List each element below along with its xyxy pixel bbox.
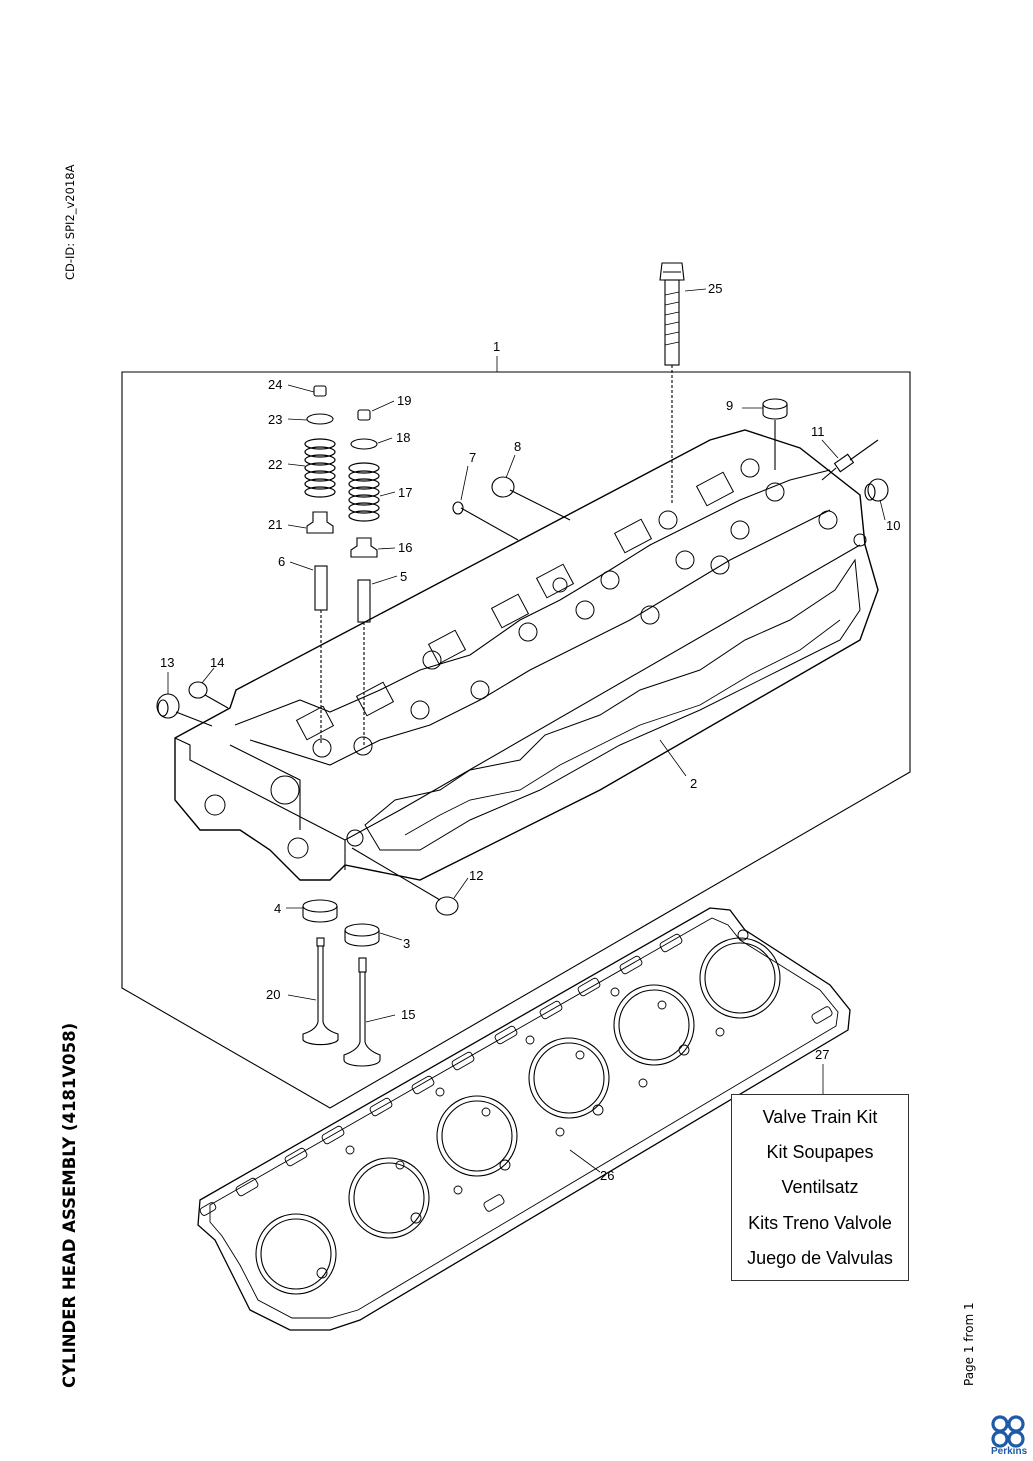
expansion-plug [762, 398, 788, 470]
kit-name-de: Ventilsatz [781, 1177, 859, 1198]
brand-name: Perkins [991, 1446, 1028, 1457]
callout-7: 7 [469, 450, 476, 465]
dowel [452, 476, 571, 541]
kit-legend-box: Valve Train Kit Kit Soupapes Ventilsatz … [731, 1094, 909, 1281]
callout-23: 23 [268, 412, 282, 427]
side-plug [351, 847, 459, 916]
kit-name-fr: Kit Soupapes [766, 1142, 874, 1163]
page-indicator: Page 1 from 1 [962, 1302, 976, 1386]
callout-17: 17 [398, 485, 412, 500]
callout-21: 21 [268, 517, 282, 532]
callout-22: 22 [268, 457, 282, 472]
valve-stack-right [348, 409, 380, 745]
callout-11: 11 [811, 424, 825, 439]
callout-8: 8 [514, 439, 521, 454]
page-title: CYLINDER HEAD ASSEMBLY (4181V058) [60, 1022, 79, 1388]
callout-4: 4 [274, 901, 281, 916]
temperature-sender [821, 439, 879, 481]
callout-14: 14 [210, 655, 224, 670]
assembly-frame [121, 371, 911, 1109]
cylinder-head-block [174, 429, 879, 881]
callout-12: 12 [469, 868, 483, 883]
callout-9: 9 [726, 398, 733, 413]
kit-name-it: Kits Treno Valvole [748, 1212, 892, 1233]
callout-6: 6 [278, 554, 285, 569]
head-gasket [197, 907, 851, 1331]
manifold-face [364, 558, 861, 851]
valves [302, 937, 381, 1067]
callout-26: 26 [600, 1168, 614, 1183]
callout-1: 1 [493, 339, 500, 354]
callout-24: 24 [268, 377, 282, 392]
cd-id-label: CD-ID: SPI2_v2018A [63, 164, 77, 280]
callout-15: 15 [401, 1007, 415, 1022]
valve-stack-left [304, 385, 336, 745]
callout-10: 10 [886, 518, 900, 533]
callout-5: 5 [400, 569, 407, 584]
kit-name-es: Juego de Valvulas [747, 1248, 893, 1269]
perkins-logo-icon [991, 1415, 1025, 1448]
head-bolt [659, 262, 685, 505]
callout-19: 19 [397, 393, 411, 408]
callout-2: 2 [690, 776, 697, 791]
valve-seats [302, 899, 380, 947]
kit-name-en: Valve Train Kit [762, 1106, 878, 1127]
callout-3: 3 [403, 936, 410, 951]
core-plug-rear [864, 478, 889, 502]
callout-18: 18 [396, 430, 410, 445]
callout-16: 16 [398, 540, 412, 555]
callout-13: 13 [160, 655, 174, 670]
callout-25: 25 [708, 281, 722, 296]
callout-27: 27 [815, 1047, 829, 1062]
callout-20: 20 [266, 987, 280, 1002]
